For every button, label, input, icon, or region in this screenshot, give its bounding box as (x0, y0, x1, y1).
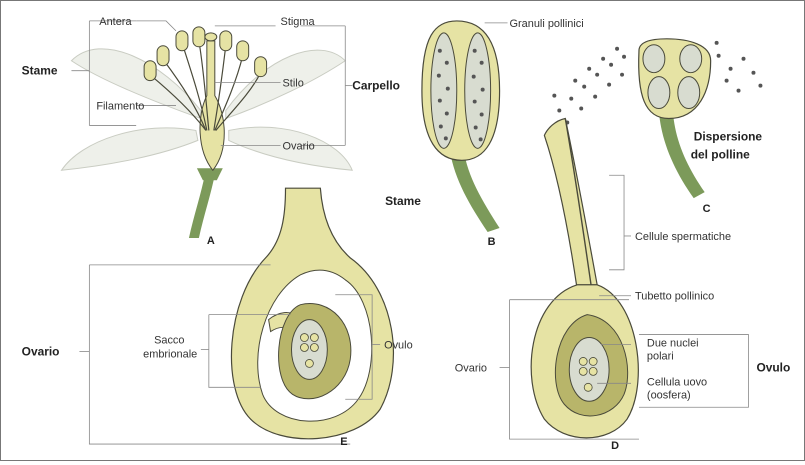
label-cellula-uovo-line2: (oosfera) (647, 389, 691, 401)
label-tubetto-pollinico: Tubetto pollinico (635, 291, 714, 303)
label-granuli-pollinici: Granuli pollinici (510, 18, 584, 30)
pollen-sac-right (465, 33, 491, 148)
label-sacco-line1: Sacco (154, 335, 184, 347)
label-stigma: Stigma (281, 16, 316, 28)
label-due-nuclei-line1: Due nuclei (647, 337, 699, 349)
embryo-sac-d (569, 338, 609, 402)
label-stame-left: Stame (22, 64, 58, 78)
receptacle (197, 168, 223, 180)
label-dispersione-line2: del polline (691, 147, 750, 161)
petal-left-lower (61, 128, 197, 170)
anther-c-locule-3 (648, 77, 670, 109)
anther-c-locule-1 (643, 45, 665, 73)
panel-c-dispersion: Dispersione del polline C (552, 39, 762, 215)
embryo-sac-e (291, 320, 327, 380)
label-sacco-line2: embrionale (143, 348, 197, 360)
style-d (544, 118, 597, 289)
stigma-tip (205, 33, 217, 41)
pistil (200, 41, 224, 170)
label-due-nuclei-line2: polari (647, 350, 674, 362)
panel-letter-a: A (207, 235, 215, 247)
panel-letter-b: B (488, 236, 496, 248)
panel-d-fertilization: Cellule spermatiche Tubetto pollinico Du… (455, 118, 791, 452)
anther-c-locule-2 (680, 45, 702, 73)
pollen-sac-left (431, 33, 457, 148)
label-ovario-e: Ovario (22, 344, 60, 358)
panel-letter-d: D (611, 440, 619, 452)
anthers (144, 27, 266, 81)
label-stilo: Stilo (283, 78, 304, 90)
panel-e-ovary: Ovario Sacco embrionale Ovulo E (22, 188, 413, 448)
label-dispersione-line1: Dispersione (694, 129, 763, 143)
label-ovulo-e: Ovulo (384, 339, 413, 351)
stamen-filament-b (450, 150, 500, 232)
label-stame-b: Stame (385, 194, 421, 208)
label-ovulo-d: Ovulo (756, 360, 790, 374)
label-cellula-uovo-line1: Cellula uovo (647, 376, 707, 388)
panel-letter-e: E (340, 436, 347, 448)
label-ovario-d: Ovario (455, 362, 487, 374)
label-filamento: Filamento (96, 101, 144, 113)
panel-a-flower: Antera Stigma Stame Stilo Carpello Filam… (22, 16, 400, 247)
anther-c-locule-4 (678, 77, 700, 109)
label-ovario-a: Ovario (283, 140, 315, 152)
label-antera: Antera (99, 16, 132, 28)
panel-letter-c: C (703, 203, 711, 215)
flower-stem (189, 170, 216, 238)
label-carpello: Carpello (352, 79, 400, 93)
label-cellule-spermatiche: Cellule spermatiche (635, 231, 731, 243)
